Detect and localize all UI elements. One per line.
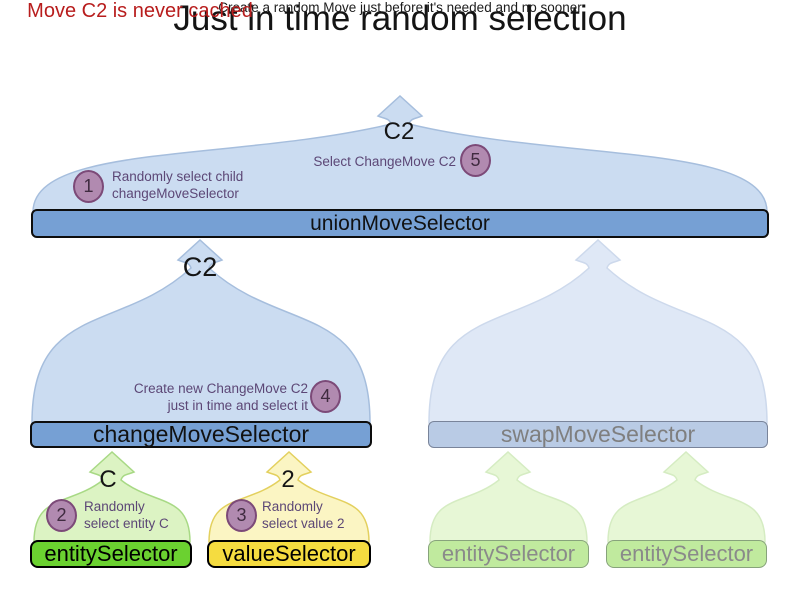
- step-4-note: Create new ChangeMove C2 just in time an…: [98, 380, 308, 414]
- value-selector-bar: valueSelector: [207, 540, 371, 568]
- step-2-note: Randomly select entity C: [84, 498, 169, 532]
- step-3-note: Randomly select value 2: [262, 498, 345, 532]
- page-title: Just in time random selection: [173, 0, 627, 38]
- step-5-badge: 5: [460, 144, 491, 177]
- step-4-badge: 4: [310, 380, 341, 413]
- move-label-change-output: C2: [182, 252, 218, 282]
- entity-selector-bar: entitySelector: [30, 540, 192, 568]
- note-line: Create new ChangeMove C2: [133, 381, 308, 396]
- swap-move-selector-bar: swapMoveSelector: [428, 421, 768, 448]
- step-2-badge: 2: [46, 499, 77, 532]
- cache-note: Move C2 is never cached: [27, 0, 253, 22]
- note-line: Randomly: [262, 499, 323, 514]
- funnel-entity-faded-left-icon: [429, 450, 588, 543]
- note-line: select value 2: [262, 516, 345, 531]
- union-move-selector-bar: unionMoveSelector: [31, 209, 769, 238]
- step-1-note: Randomly select child changeMoveSelector: [112, 168, 243, 202]
- note-line: Randomly: [84, 499, 145, 514]
- step-3-badge: 3: [226, 499, 257, 532]
- step-1-badge: 1: [73, 170, 104, 203]
- step-5-note: Select ChangeMove C2: [300, 153, 456, 170]
- note-line: just in time and select it: [167, 398, 308, 413]
- funnel-entity-faded-right-icon: [607, 450, 766, 543]
- page-subtitle: Create a random Move just before it's ne…: [218, 0, 582, 15]
- funnel-union-icon: [32, 94, 768, 213]
- note-line: changeMoveSelector: [112, 186, 239, 201]
- change-move-selector-bar: changeMoveSelector: [30, 421, 372, 448]
- move-label-value-output: 2: [281, 466, 295, 493]
- move-label-entity-output: C: [99, 466, 117, 493]
- note-line: Select ChangeMove C2: [313, 154, 456, 169]
- note-line: select entity C: [84, 516, 169, 531]
- funnel-swapmove-icon: [428, 238, 768, 424]
- entity-selector-faded-left-bar: entitySelector: [428, 540, 589, 568]
- funnel-changemove-icon: [31, 238, 371, 424]
- entity-selector-faded-right-bar: entitySelector: [606, 540, 767, 568]
- note-line: Randomly select child: [112, 169, 244, 184]
- move-label-union-output: C2: [383, 118, 415, 145]
